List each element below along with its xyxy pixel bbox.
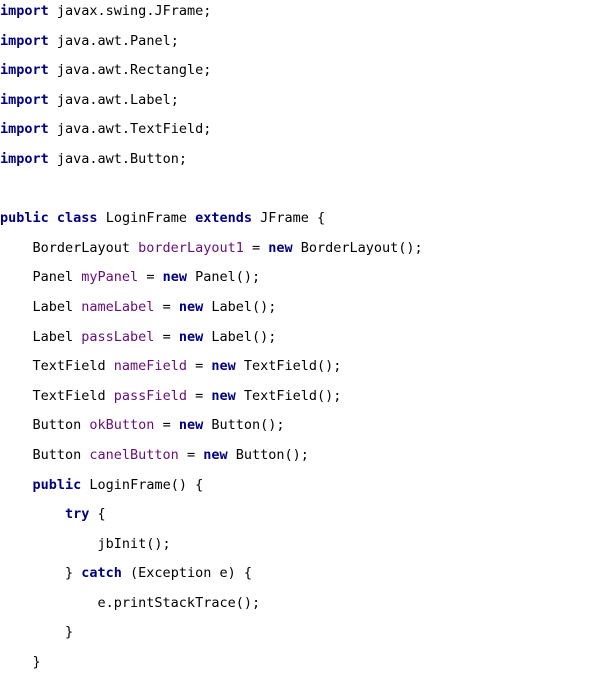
code-keyword: new: [178, 298, 204, 315]
code-text: {: [89, 506, 106, 523]
code-line: import java.awt.Button;: [0, 145, 423, 175]
code-text: [0, 506, 65, 522]
code-line: Button okButton = new Button();: [0, 411, 423, 441]
code-line: try {: [0, 500, 423, 530]
code-line: public class LoginFrame extends JFrame {: [0, 204, 423, 234]
code-text: LoginFrame() {: [81, 476, 204, 493]
code-line: TextField nameField = new TextField();: [0, 352, 423, 382]
code-line: Label passLabel = new Label();: [0, 323, 423, 353]
code-text: Label: [0, 328, 82, 345]
code-keyword: import: [0, 32, 49, 49]
code-text: jbInit();: [0, 535, 171, 552]
code-text: =: [154, 328, 179, 345]
code-text: JFrame {: [252, 210, 326, 227]
code-text: java.awt.TextField;: [48, 121, 212, 138]
code-text: LoginFrame: [97, 210, 196, 227]
code-line: Panel myPanel = new Panel();: [0, 263, 423, 293]
code-text: Panel();: [186, 269, 261, 286]
code-text: java.awt.Panel;: [48, 32, 179, 49]
code-line: }: [0, 618, 423, 648]
code-keyword: new: [211, 387, 236, 404]
code-line: }: [0, 648, 423, 678]
code-keyword: new: [211, 358, 236, 375]
code-text: =: [154, 298, 179, 315]
code-keyword: import: [0, 3, 49, 19]
code-text: Label: [0, 298, 82, 315]
code-text: =: [186, 387, 212, 404]
code-text: [0, 477, 33, 493]
code-text: TextField();: [235, 358, 342, 375]
code-keyword: import: [0, 91, 49, 108]
code-keyword: new: [162, 269, 187, 286]
code-text: (Exception e) {: [121, 565, 252, 582]
code-line: TextField passField = new TextField();: [0, 382, 423, 412]
code-keyword: new: [203, 446, 228, 463]
code-text: [49, 210, 57, 226]
code-text: Button();: [227, 446, 309, 463]
code-keyword: import: [0, 150, 49, 167]
code-text: Button: [0, 417, 90, 434]
code-line: jbInit();: [0, 530, 423, 560]
code-field: passLabel: [81, 328, 155, 345]
code-text: Label();: [203, 328, 277, 345]
code-text: =: [178, 446, 204, 463]
code-field: borderLayout1: [138, 239, 244, 256]
code-field: passField: [113, 387, 187, 404]
code-line: import java.awt.Rectangle;: [0, 56, 423, 86]
code-line: e.printStackTrace();: [0, 589, 423, 619]
code-line: import java.awt.TextField;: [0, 115, 423, 145]
code-field: myPanel: [81, 269, 139, 286]
code-keyword: import: [0, 62, 49, 79]
code-text: Panel: [0, 269, 82, 286]
code-keyword: extends: [195, 210, 253, 227]
code-text: }: [0, 654, 41, 671]
code-line: [0, 175, 423, 205]
code-line: import java.awt.Panel;: [0, 27, 423, 57]
code-text: =: [138, 269, 163, 286]
code-text: TextField: [0, 358, 114, 375]
code-keyword: catch: [81, 565, 122, 582]
code-field: okButton: [89, 417, 155, 434]
code-text: =: [243, 239, 269, 256]
code-text: Button();: [203, 417, 285, 434]
code-field: nameField: [113, 358, 187, 375]
code-line: import java.awt.Label;: [0, 86, 423, 116]
code-line: Button canelButton = new Button();: [0, 441, 423, 471]
code-field: canelButton: [89, 446, 179, 463]
code-text: }: [0, 565, 82, 582]
code-keyword: public: [0, 210, 49, 227]
code-text: =: [154, 417, 179, 434]
code-keyword: public: [32, 476, 82, 493]
code-line: BorderLayout borderLayout1 = new BorderL…: [0, 234, 423, 264]
code-text: java.awt.Label;: [48, 91, 179, 108]
code-keyword: class: [56, 210, 98, 227]
code-view[interactable]: import javax.swing.JFrame;import java.aw…: [0, 0, 423, 678]
code-text: Button: [0, 446, 90, 463]
code-keyword: import: [0, 121, 49, 138]
code-text: Label();: [203, 298, 277, 315]
code-line: import javax.swing.JFrame;: [0, 0, 423, 27]
code-line: Label nameLabel = new Label();: [0, 293, 423, 323]
code-text: javax.swing.JFrame;: [48, 3, 212, 19]
code-keyword: new: [268, 239, 293, 256]
code-line: public LoginFrame() {: [0, 471, 423, 501]
code-text: =: [186, 358, 212, 375]
code-text: TextField: [0, 387, 114, 404]
code-keyword: new: [178, 417, 204, 434]
code-keyword: try: [65, 506, 90, 523]
code-text: BorderLayout: [0, 239, 139, 256]
code-text: e.printStackTrace();: [0, 594, 261, 611]
code-field: nameLabel: [81, 298, 155, 315]
code-text: java.awt.Rectangle;: [48, 62, 212, 79]
code-keyword: new: [178, 328, 204, 345]
code-text: java.awt.Button;: [48, 150, 187, 167]
code-text: BorderLayout();: [292, 239, 423, 256]
code-line: } catch (Exception e) {: [0, 559, 423, 589]
code-text: }: [0, 624, 74, 641]
code-text: TextField();: [235, 387, 342, 404]
